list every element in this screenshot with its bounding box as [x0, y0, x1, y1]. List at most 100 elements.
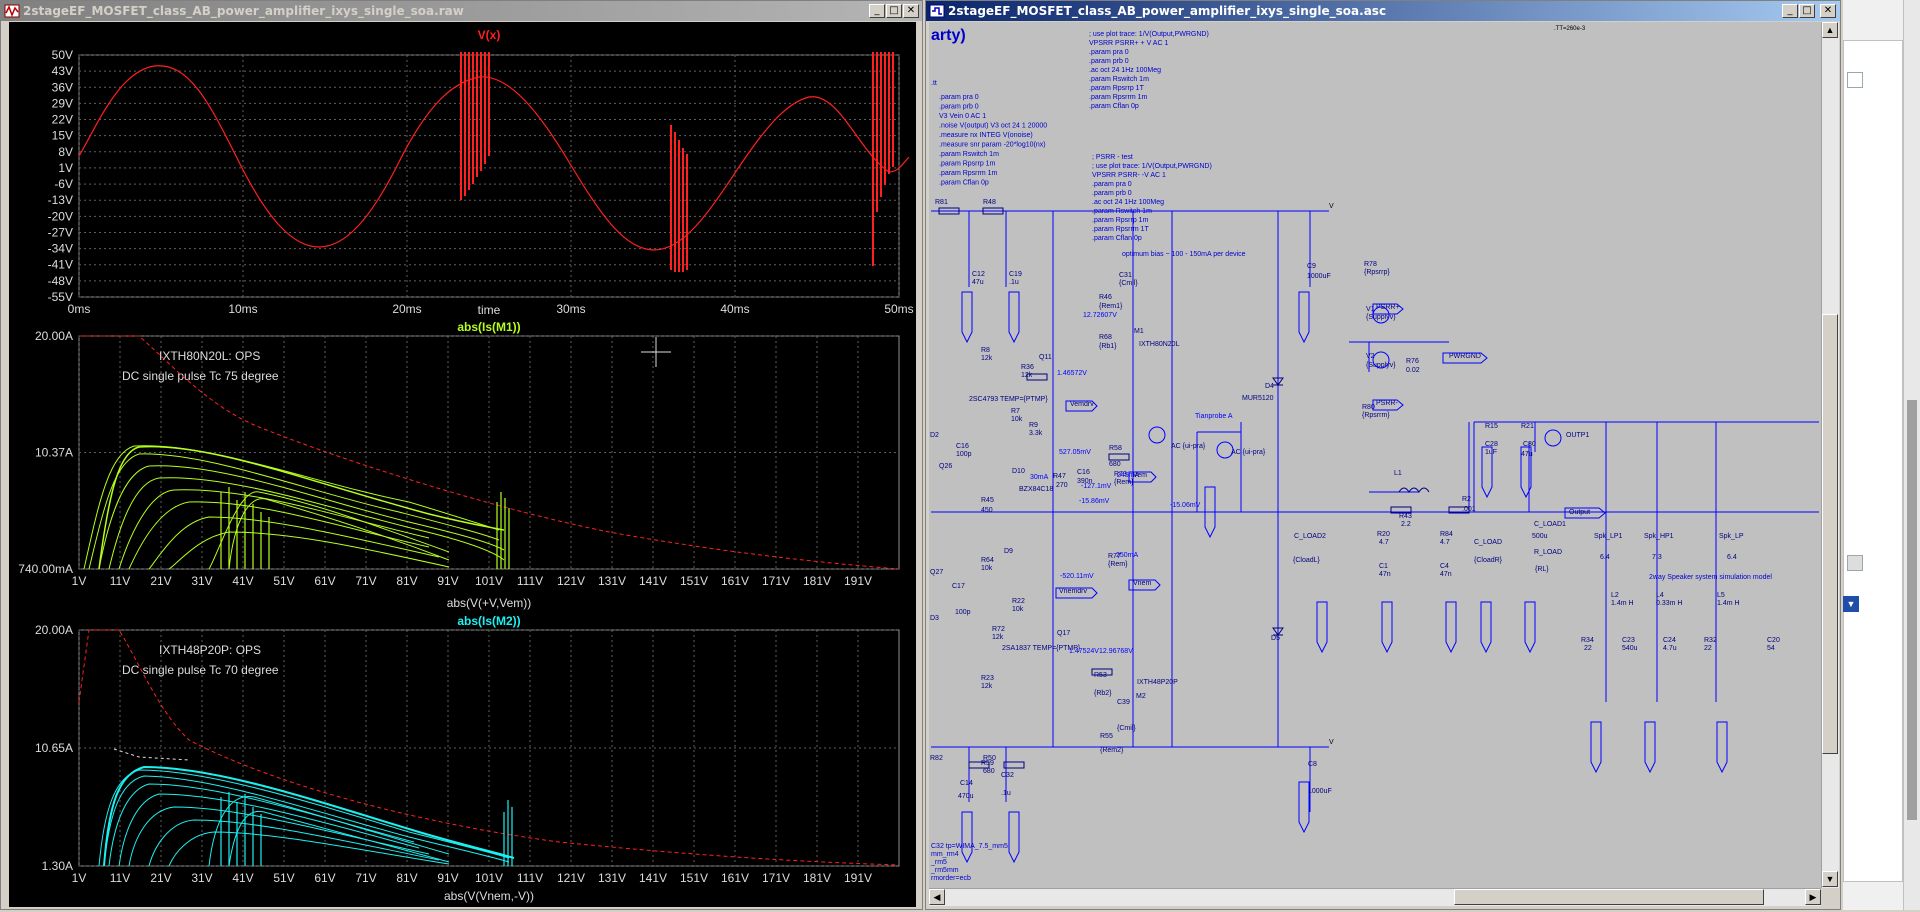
label-r82[interactable]: R82 — [930, 755, 943, 762]
schematic-svg[interactable]: arty) .TT=260e-3 .tt .param pra 0.param … — [929, 22, 1821, 888]
label-r59[interactable]: R59 — [981, 760, 994, 767]
label-i250[interactable]: 250mA — [1116, 552, 1139, 559]
pwrgnd-flag[interactable] — [1008, 811, 1020, 864]
label-r7v[interactable]: 10k — [1011, 416, 1023, 423]
psrr-minus-flag[interactable] — [1372, 399, 1404, 411]
label-c32v[interactable]: .1u — [1001, 790, 1011, 797]
label-v520[interactable]: -520.11mV — [1060, 573, 1094, 580]
schematic-canvas[interactable]: arty) .TT=260e-3 .tt .param pra 0.param … — [929, 22, 1821, 888]
background-dropdown-button[interactable]: ▼ — [1843, 596, 1859, 612]
schematic-minimize-button[interactable]: _ — [1782, 4, 1798, 18]
label-c19[interactable]: C19 — [1009, 271, 1022, 278]
label-r55v[interactable]: {Rem2} — [1100, 747, 1124, 754]
label-vnemdrv[interactable]: Vnemdrv — [1059, 588, 1088, 595]
schematic-vertical-scrollbar[interactable]: ▲ ▼ — [1821, 22, 1839, 888]
label-r36[interactable]: R36 — [1021, 364, 1034, 371]
resistor-symbol[interactable] — [968, 761, 990, 769]
schematic-titlebar[interactable]: 2stageEF_MOSFET_class_AB_power_amplifier… — [926, 1, 1840, 21]
label-r72v[interactable]: 12k — [992, 634, 1004, 641]
label-m1[interactable]: M1 — [1134, 328, 1144, 335]
label-cloadr[interactable]: {CloadR} — [1474, 557, 1503, 564]
label-spk1[interactable]: Spk_LP1 — [1594, 533, 1623, 540]
label-l2v[interactable]: 1.4m H — [1611, 600, 1634, 607]
label-c500[interactable]: 500u — [1532, 533, 1548, 540]
label-r58[interactable]: R58 — [1109, 445, 1122, 452]
label-temp1[interactable]: 2SC4793 TEMP={PTMP} — [969, 396, 1048, 403]
label-r23v[interactable]: 12k — [981, 683, 993, 690]
label-r20[interactable]: R20 — [1377, 531, 1390, 538]
resistor-symbol[interactable] — [1091, 668, 1113, 676]
label-q26[interactable]: Q26 — [939, 463, 952, 470]
label-r64v[interactable]: 10k — [981, 565, 993, 572]
scroll-down-button[interactable]: ▼ — [1822, 871, 1838, 887]
label-d3[interactable]: D3 — [930, 615, 939, 622]
label-d4[interactable]: D4 — [1265, 383, 1274, 390]
label-r68v[interactable]: {Rb1} — [1099, 343, 1117, 350]
resistor-symbol[interactable] — [1448, 506, 1470, 514]
schematic-maximize-button[interactable]: □ — [1799, 4, 1815, 18]
label-c20[interactable]: C20 — [1767, 637, 1780, 644]
label-r80v[interactable]: {Rpsrrm} — [1362, 412, 1390, 419]
waveform-plots-svg[interactable]: V(x) abs(Is(M1)) abs(Is(M2)) time abs(V(… — [9, 22, 916, 907]
label-c15v[interactable]: 47u — [1521, 451, 1533, 458]
label-v1v[interactable]: {Supplyv} — [1366, 314, 1396, 321]
label-v527[interactable]: 527.05mV — [1059, 449, 1091, 456]
label-r9v[interactable]: 3.3k — [1029, 430, 1043, 437]
label-cload2[interactable]: C_LOAD2 — [1294, 533, 1326, 540]
label-r34[interactable]: R34 — [1581, 637, 1594, 644]
label-r73v[interactable]: {Rem} — [1114, 479, 1134, 486]
scroll-up-button[interactable]: ▲ — [1822, 22, 1838, 38]
label-c14[interactable]: C14 — [960, 780, 973, 787]
label-cload[interactable]: C_LOAD — [1474, 539, 1502, 546]
label-c1[interactable]: C1 — [1379, 563, 1388, 570]
label-q11val[interactable]: 1.46572V — [1057, 370, 1087, 377]
label-vem[interactable]: Vem — [1133, 472, 1147, 479]
label-i30[interactable]: 30mA — [1030, 474, 1049, 481]
label-v1272[interactable]: 12.72607V — [1083, 312, 1117, 319]
label-r22[interactable]: R22 — [1012, 598, 1025, 605]
label-temp2[interactable]: 2SA1837 TEMP={PTMP} — [1002, 645, 1081, 652]
label-r84[interactable]: R84 — [1440, 531, 1453, 538]
label-c4[interactable]: C4 — [1440, 563, 1449, 570]
label-c24[interactable]: C24 — [1663, 637, 1676, 644]
label-r15[interactable]: R15 — [1485, 423, 1498, 430]
label-c16[interactable]: C16 — [1077, 469, 1090, 476]
label-r53v[interactable]: {Rb2} — [1094, 690, 1112, 697]
vem-flag[interactable] — [1128, 471, 1157, 483]
vemdrv-flag[interactable] — [1065, 400, 1098, 412]
label-r43v[interactable]: 2.2 — [1401, 521, 1411, 528]
label-r77[interactable]: R77 — [1108, 553, 1121, 560]
label-c17v[interactable]: 100p — [955, 609, 971, 616]
label-c16v[interactable]: 390n — [1077, 478, 1093, 485]
label-r80[interactable]: R80 — [1362, 404, 1375, 411]
label-r43[interactable]: R43 — [1399, 513, 1412, 520]
pwrgnd-flag[interactable] — [1590, 721, 1602, 774]
label-c20v[interactable]: 54 — [1767, 645, 1775, 652]
label-r23[interactable]: R23 — [981, 675, 994, 682]
label-cload1[interactable]: C_LOAD1 — [1534, 521, 1566, 528]
label-vnem[interactable]: Vnem — [1133, 580, 1151, 587]
schematic-horizontal-scrollbar[interactable]: ◀ ▶ — [929, 888, 1821, 906]
label-r78[interactable]: R78 — [1364, 261, 1377, 268]
label-r59v[interactable]: 680 — [983, 768, 995, 775]
background-icon[interactable] — [1847, 72, 1863, 88]
scroll-left-button[interactable]: ◀ — [929, 889, 945, 905]
scroll-right-button[interactable]: ▶ — [1805, 889, 1821, 905]
label-c16b[interactable]: C16 — [956, 443, 969, 450]
label-rload[interactable]: R_LOAD — [1534, 549, 1562, 556]
label-r7[interactable]: R7 — [1011, 408, 1020, 415]
label-l2[interactable]: L2 — [1611, 592, 1619, 599]
label-q11[interactable]: Q11 — [1039, 354, 1052, 361]
label-c31[interactable]: C31 — [1119, 272, 1132, 279]
label-r78v[interactable]: {Rpsrrp} — [1364, 269, 1390, 276]
label-m2[interactable]: M2 — [1136, 693, 1146, 700]
maximize-button[interactable]: □ — [886, 4, 902, 18]
label-d5[interactable]: D5 — [1271, 635, 1280, 642]
label-c17[interactable]: C17 — [952, 583, 965, 590]
label-c19v[interactable]: .1u — [1009, 279, 1019, 286]
label-mur[interactable]: MUR5120 — [1242, 395, 1274, 402]
label-tianprobe[interactable]: Tianprobe A — [1195, 413, 1233, 420]
label-l5v[interactable]: 1.4m H — [1717, 600, 1740, 607]
close-button[interactable]: ✕ — [903, 4, 919, 18]
label-val64b[interactable]: 6.4 — [1727, 554, 1737, 561]
